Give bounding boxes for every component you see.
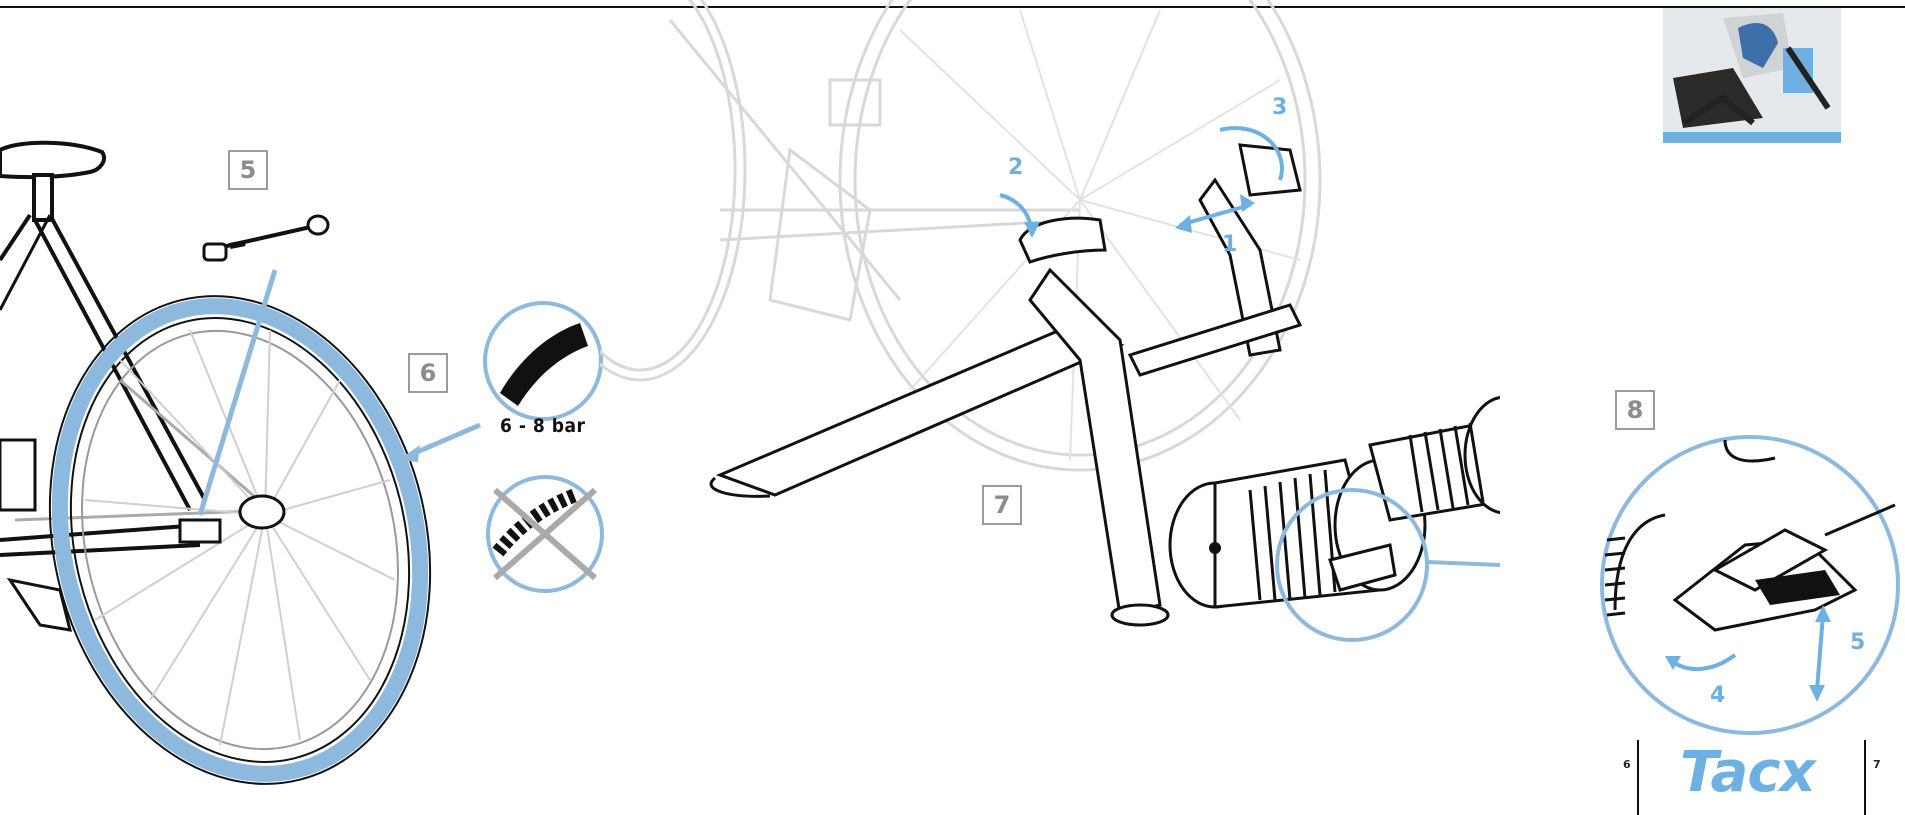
rotation-number-5: 5 [1850,630,1866,655]
tire-knobby-not-allowed-icon [486,475,604,593]
thumbnail-accent-bar [1663,132,1841,143]
footer-dividers [1637,740,1866,815]
tacx-logo: Tacx [1680,740,1816,805]
skewer-icon [202,214,330,262]
rotation-number-4: 4 [1710,683,1726,708]
step-7-box: 7 [982,485,1022,525]
rotation-number-2: 2 [1008,155,1024,180]
page-number-right: 7 [1873,758,1881,771]
step-6-box: 6 [408,353,448,393]
rotation-number-1: 1 [1222,232,1238,257]
bicycle-rear-illustration [0,140,481,785]
zoom-detail-circle [1600,435,1900,735]
tire-pressure-label: 6 - 8 bar [500,415,586,437]
trainer-illustration [600,0,1500,642]
step-8-box: 8 [1615,390,1655,430]
page-number-left: 6 [1623,758,1631,771]
thumbnail-photo [1663,8,1841,143]
step-5-box: 5 [228,150,268,190]
tire-slick-ok-icon [483,301,603,421]
rotation-number-3: 3 [1272,95,1288,120]
